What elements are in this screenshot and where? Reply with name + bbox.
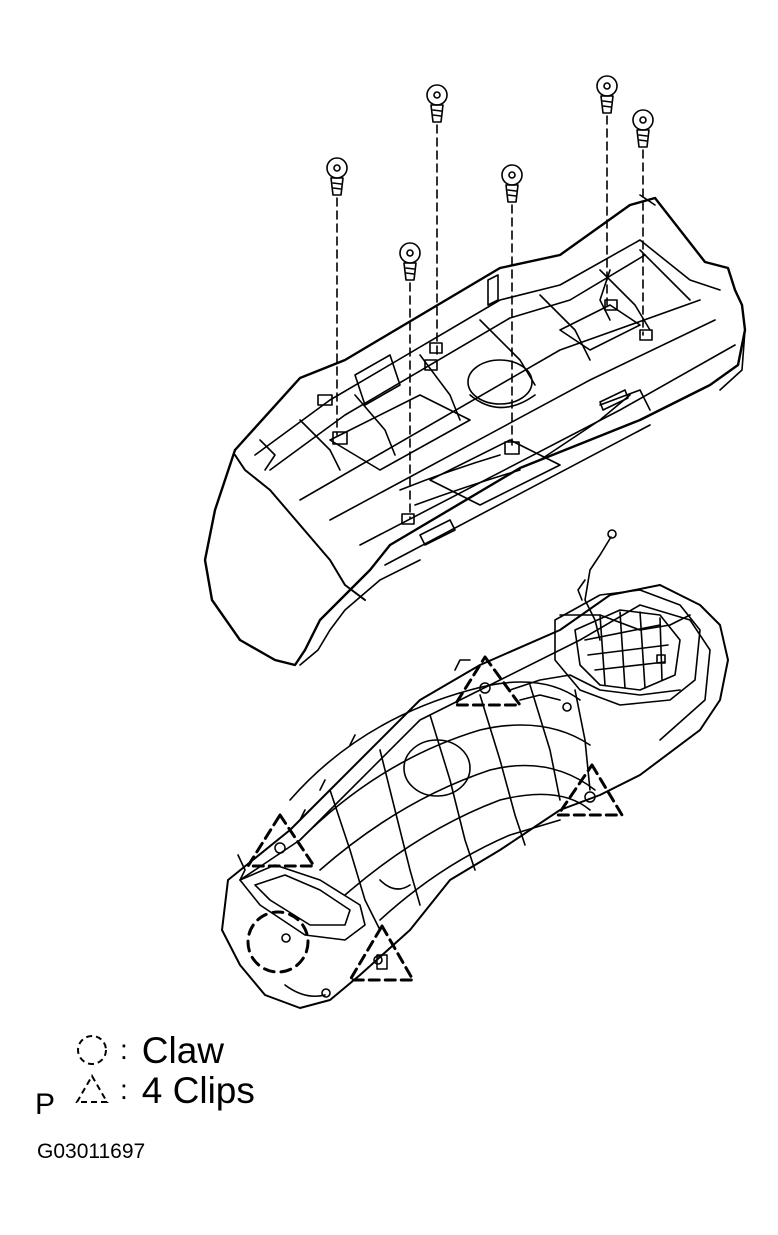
screw-2 — [426, 84, 448, 356]
clip-markers — [246, 655, 624, 982]
claw-marker — [246, 910, 310, 974]
screw-3 — [399, 242, 421, 519]
clip-marker-3 — [246, 813, 316, 868]
legend-clips: : 4 Clips — [72, 1070, 255, 1110]
dashed-triangle-icon — [72, 1070, 120, 1110]
console-box-upper — [203, 194, 747, 667]
legend-claw: : Claw — [72, 1030, 224, 1070]
screw-1 — [326, 157, 348, 436]
clip-marker-1 — [453, 655, 522, 707]
screw-6 — [632, 109, 654, 336]
legend-claw-label: Claw — [141, 1029, 225, 1071]
screws — [326, 75, 654, 519]
screw-5 — [596, 75, 618, 306]
page-mark: P — [35, 1088, 56, 1121]
clip-marker-4 — [348, 924, 415, 982]
console-lower — [221, 529, 729, 1009]
dashed-circle-icon — [72, 1030, 120, 1070]
diagram-code: G03011697 — [37, 1140, 146, 1163]
clip-marker-2 — [556, 763, 624, 817]
legend-clips-label: 4 Clips — [141, 1069, 255, 1111]
screw-4 — [501, 164, 523, 446]
